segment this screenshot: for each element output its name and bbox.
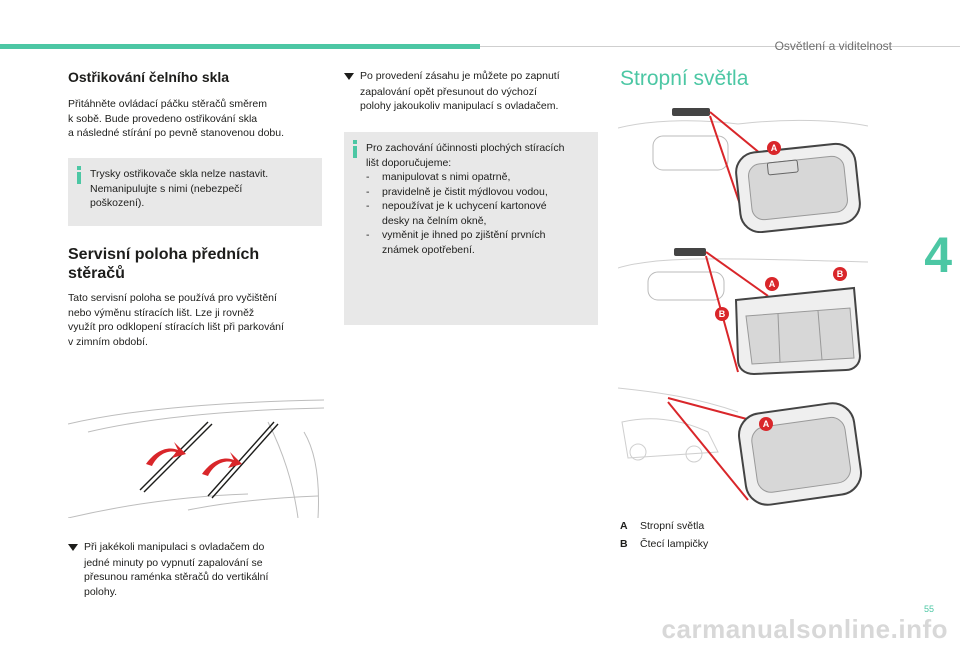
marker-b-icon [715, 307, 729, 321]
service-note: Při jakékoli manipulaci s ovladačem do j… [68, 540, 328, 599]
svg-text:A: A [763, 419, 770, 429]
info-icon [353, 140, 357, 158]
washing-heading: Ostřikování čelního skla [68, 69, 230, 85]
svg-text:B: B [837, 269, 844, 279]
wiper-service-illustration [68, 399, 324, 518]
marker-a-icon [759, 417, 773, 431]
svg-text:A: A [771, 143, 778, 153]
washing-paragraph: Přitáhněte ovládací páčku stěračů směrem… [68, 98, 284, 139]
middle-note: Po provedení zásahu je můžete po zapnutí… [344, 69, 600, 114]
header-accent-bar [0, 44, 480, 49]
ceiling-light-illustration-2: A B B [618, 248, 868, 376]
note-triangle-icon [68, 544, 78, 551]
svg-text:A: A [769, 279, 776, 289]
ceiling-light-illustration-1: A [618, 108, 868, 233]
washing-info-box: Trysky ostřikovače skla nelze nastavit. … [68, 158, 322, 226]
service-heading: Servisní poloha předních stěračů [68, 246, 260, 282]
lights-heading: Stropní světla [620, 67, 749, 90]
watermark: carmanualsonline.info [661, 614, 948, 644]
section-title: Osvětlení a viditelnost [774, 39, 892, 53]
svg-text:B: B [719, 309, 726, 319]
service-paragraph: Tato servisní poloha se používá pro vyči… [68, 292, 284, 348]
marker-b-icon [833, 267, 847, 281]
chapter-number: 4 [924, 227, 952, 283]
arrow-icon [146, 442, 186, 466]
marker-a-icon [765, 277, 779, 291]
ceiling-light-illustration-3: A [618, 387, 862, 506]
roof-lamp [672, 108, 710, 116]
arrow-icon [202, 452, 242, 476]
header-rule [480, 46, 960, 47]
note-triangle-icon [344, 73, 354, 80]
blades-info-box: Pro zachování účinnosti plochých stírací… [344, 132, 598, 325]
info-icon [77, 166, 81, 184]
page-number: 55 [923, 604, 934, 614]
marker-a-icon [767, 141, 781, 155]
